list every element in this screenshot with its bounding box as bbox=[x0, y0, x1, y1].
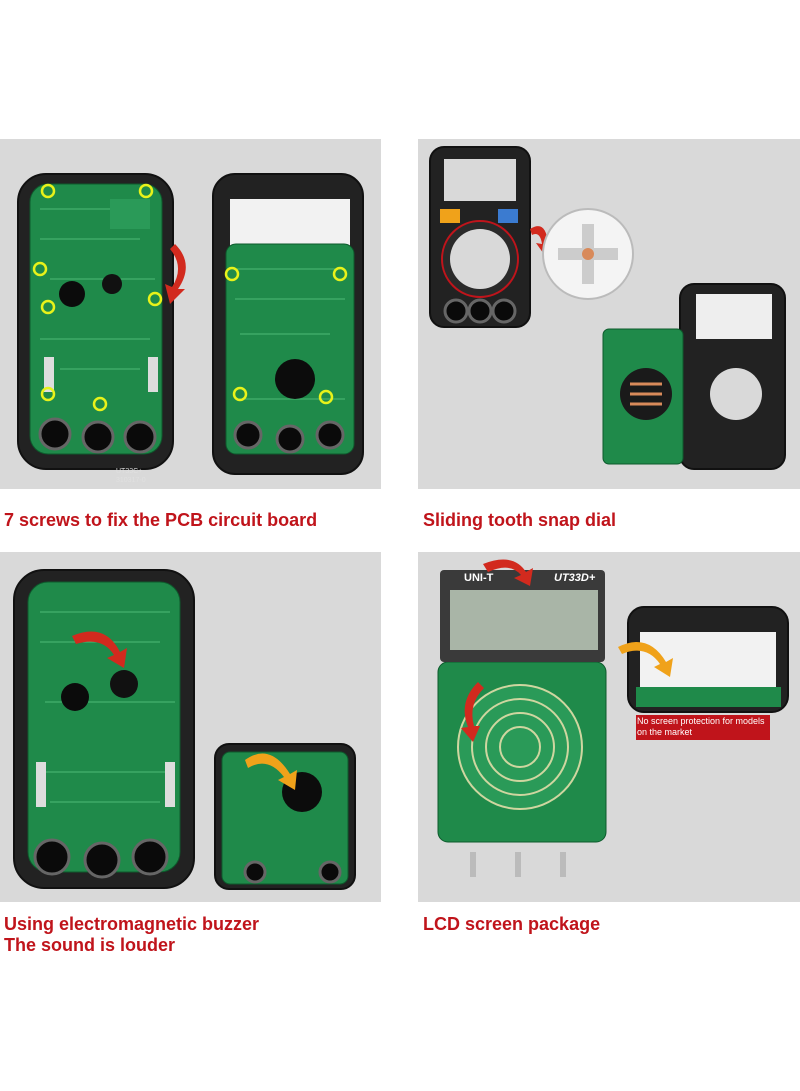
photo-lcd-package: UNI-T UT33D+ No screen protection for mo… bbox=[418, 552, 800, 902]
lcd-brand-label: UNI-T bbox=[464, 572, 494, 584]
board-code-label: 310317-0 bbox=[116, 477, 146, 484]
caption-screws: 7 screws to fix the PCB circuit board bbox=[4, 510, 318, 530]
photo-snap-dial bbox=[418, 139, 800, 489]
lcd-model-label: UT33D+ bbox=[554, 572, 596, 584]
board-model-label: UT33C+ bbox=[116, 468, 143, 475]
buzzer-illustration bbox=[0, 552, 381, 902]
caption-dial: Sliding tooth snap dial bbox=[423, 510, 616, 530]
caption-buzzer-line1: Using electromagnetic buzzer bbox=[4, 914, 260, 934]
snap-dial-illustration bbox=[418, 139, 800, 489]
screen-protection-note: No screen protection for models on the m… bbox=[637, 716, 765, 737]
caption-buzzer-line2: The sound is louder bbox=[4, 935, 176, 955]
caption-lcd: LCD screen package bbox=[423, 914, 601, 934]
pcb-screws-illustration bbox=[0, 139, 381, 489]
photo-pcb-screws bbox=[0, 139, 381, 489]
lcd-illustration bbox=[418, 552, 800, 902]
photo-buzzer bbox=[0, 552, 381, 902]
